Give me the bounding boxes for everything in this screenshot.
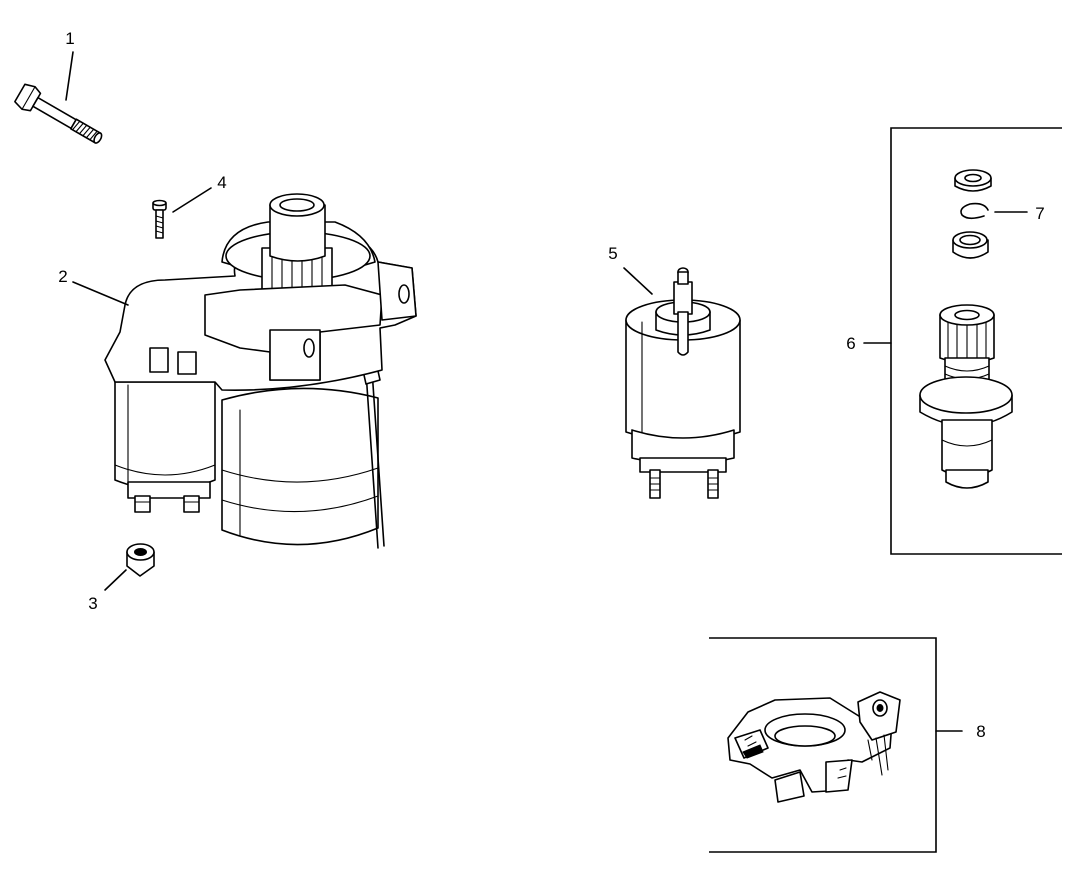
callout-8: 8 bbox=[976, 722, 985, 741]
callout-3: 3 bbox=[88, 594, 97, 613]
part-4-screw bbox=[152, 199, 167, 239]
callout-4: 4 bbox=[217, 173, 226, 192]
leader-line-3 bbox=[104, 569, 127, 591]
leader-line-1 bbox=[65, 51, 74, 101]
callout-1: 1 bbox=[65, 29, 74, 48]
part-5-solenoid bbox=[625, 267, 741, 499]
callout-7: 7 bbox=[1035, 204, 1044, 223]
part-2-starter-motor bbox=[104, 193, 417, 549]
leader-line-5 bbox=[623, 267, 653, 295]
drive-kit-pinion bbox=[919, 304, 1013, 489]
callout-2: 2 bbox=[58, 267, 67, 286]
part-8-brush-holder-box bbox=[709, 637, 937, 853]
drive-kit-collar bbox=[952, 231, 989, 259]
leader-line-2 bbox=[72, 281, 129, 306]
leader-line-4 bbox=[172, 187, 212, 213]
part-1-bolt bbox=[14, 83, 103, 144]
callout-5: 5 bbox=[608, 244, 617, 263]
part-6-drive-kit-box bbox=[890, 127, 1062, 555]
part-8-brush-holder bbox=[727, 691, 901, 803]
part-7-snap-ring bbox=[960, 202, 989, 220]
drive-kit-washer-top bbox=[954, 169, 992, 192]
callout-6: 6 bbox=[846, 334, 855, 353]
part-3-nut bbox=[126, 543, 155, 577]
